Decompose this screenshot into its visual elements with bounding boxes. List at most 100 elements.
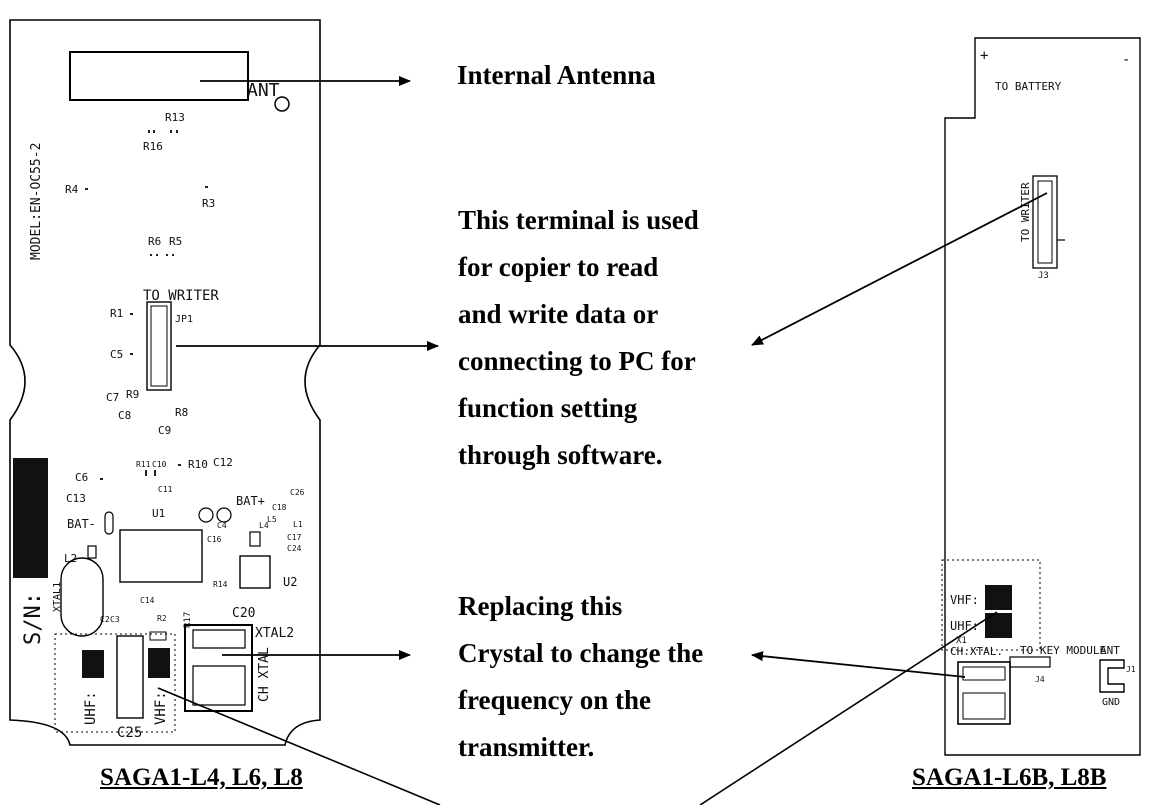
right-writer-connector (1032, 175, 1058, 269)
terminal-arrow-right (751, 192, 1048, 346)
refdes: C12 (213, 456, 233, 469)
ant-gnd-pad (1099, 659, 1125, 693)
refdes: C10 (152, 460, 167, 469)
left-board-outline (9, 19, 321, 746)
annotation-line: Internal Antenna (457, 60, 656, 90)
refdes: R4 (65, 183, 79, 196)
right-to-writer-label: TO WRITER (1019, 182, 1032, 242)
right-ch-xtal-label: CH.XTAL. (950, 645, 1003, 658)
refdes: R6 (148, 235, 161, 248)
c25-label: C25 (117, 725, 142, 741)
refdes: C11 (158, 485, 173, 494)
left-writer-connector (146, 301, 172, 391)
annotation-terminal: This terminal is used for copier to read… (458, 197, 699, 479)
refdes: R10 (188, 458, 208, 471)
refdes: R5 (169, 235, 182, 248)
sn-label: S/N: (21, 592, 46, 645)
caption-left-model: SAGA1-L4, L6, L8 (100, 764, 303, 791)
right-vhf-label: VHF: (950, 593, 979, 607)
refdes: R13 (165, 111, 185, 124)
vhf-label: VHF: (153, 691, 169, 725)
refdes: R3 (202, 197, 215, 210)
right-vhf-pad (985, 585, 1012, 610)
annotation-line: This terminal is used (458, 205, 699, 235)
right-ant-label: ANT (1100, 644, 1120, 657)
annotation-line: Crystal to change the (458, 638, 704, 668)
u2-label: U2 (283, 575, 297, 589)
u1-label: U1 (152, 507, 165, 520)
refdes: C26 (290, 488, 305, 497)
annotation-line: for copier to read (458, 252, 659, 282)
pad-dots (85, 130, 208, 480)
xtal1-label: XTAL1 (52, 582, 63, 612)
to-battery-label: TO BATTERY (995, 80, 1062, 93)
right-uhf-label: UHF: (950, 619, 979, 633)
refdes: C16 (207, 535, 222, 544)
refdes: R16 (143, 140, 163, 153)
jumper-leader-left (157, 687, 441, 805)
refdes: L2 (64, 552, 77, 565)
refdes: C7 (106, 391, 119, 404)
annotation-line: and write data or (458, 299, 659, 329)
c25-capacitor (116, 635, 144, 719)
refdes: C2 (100, 615, 110, 624)
refdes: C13 (66, 492, 86, 505)
plus-label: + (980, 48, 988, 64)
uhf-jumper-pad (82, 650, 104, 678)
c20-label: C20 (232, 606, 255, 621)
j4-label: J4 (1035, 675, 1045, 684)
vhf-jumper-pad (148, 648, 170, 678)
refdes: C3 (110, 615, 120, 624)
j1-label: J1 (1126, 665, 1136, 674)
refdes: R11 (136, 460, 151, 469)
annotation-line: function setting (458, 393, 638, 423)
left-to-writer-label: TO WRITER (143, 288, 219, 304)
uhf-label: UHF: (83, 691, 99, 725)
annotation-line: Replacing this (458, 591, 623, 621)
refdes: R17 (183, 612, 193, 628)
key-module-connector (1009, 656, 1051, 668)
j3-label: J3 (1038, 271, 1049, 281)
jumper-region (54, 633, 176, 733)
refdes: R2 (157, 614, 167, 623)
annotation-line: connecting to PC for (458, 346, 696, 376)
refdes: C5 (110, 348, 123, 361)
refdes: C4 (217, 521, 227, 530)
refdes-group: R13 R16 R4 R3 R6 R5 R1 C5 C7 R9 C8 R8 C9… (64, 111, 305, 628)
refdes: C24 (287, 544, 302, 553)
refdes: R9 (126, 388, 139, 401)
xtal2-label: XTAL2 (255, 626, 294, 641)
ch-xtal-can (184, 624, 253, 712)
crystal-arrow-right (751, 651, 966, 678)
model-label: MODEL:EN-OC55-2 (29, 143, 44, 260)
refdes: L5 (267, 515, 277, 524)
antenna-block (69, 51, 249, 101)
antenna-pad (274, 96, 290, 112)
refdes: C17 (287, 533, 302, 542)
u1-chip (119, 529, 203, 583)
sn-block (13, 458, 48, 578)
left-ant-label: ANT (247, 80, 280, 101)
ch-xtal-label: CH XTAL (257, 647, 272, 702)
jumper-leader-right (699, 611, 998, 805)
annotation-crystal: Replacing this Crystal to change the fre… (458, 583, 703, 771)
annotation-line: through software. (458, 440, 663, 470)
right-board-outline (944, 37, 1141, 756)
right-jumper-region (941, 559, 1041, 651)
to-key-module-label: TO KEY MODULE (1020, 644, 1106, 657)
refdes: C8 (118, 409, 131, 422)
annotation-antenna: Internal Antenna (457, 52, 656, 99)
bat-minus-label: BAT- (67, 517, 96, 531)
refdes: L4 (259, 521, 269, 530)
gnd-label: GND (1102, 697, 1120, 708)
bat-plus-label: BAT+ (236, 494, 265, 508)
refdes: R14 (213, 580, 228, 589)
refdes: L1 (293, 520, 303, 529)
u2-chip (239, 555, 271, 589)
right-crystal-can (957, 661, 1011, 725)
xtal1-crystal (60, 557, 104, 637)
refdes: R8 (175, 406, 188, 419)
refdes: C9 (158, 424, 171, 437)
refdes: C6 (75, 471, 88, 484)
